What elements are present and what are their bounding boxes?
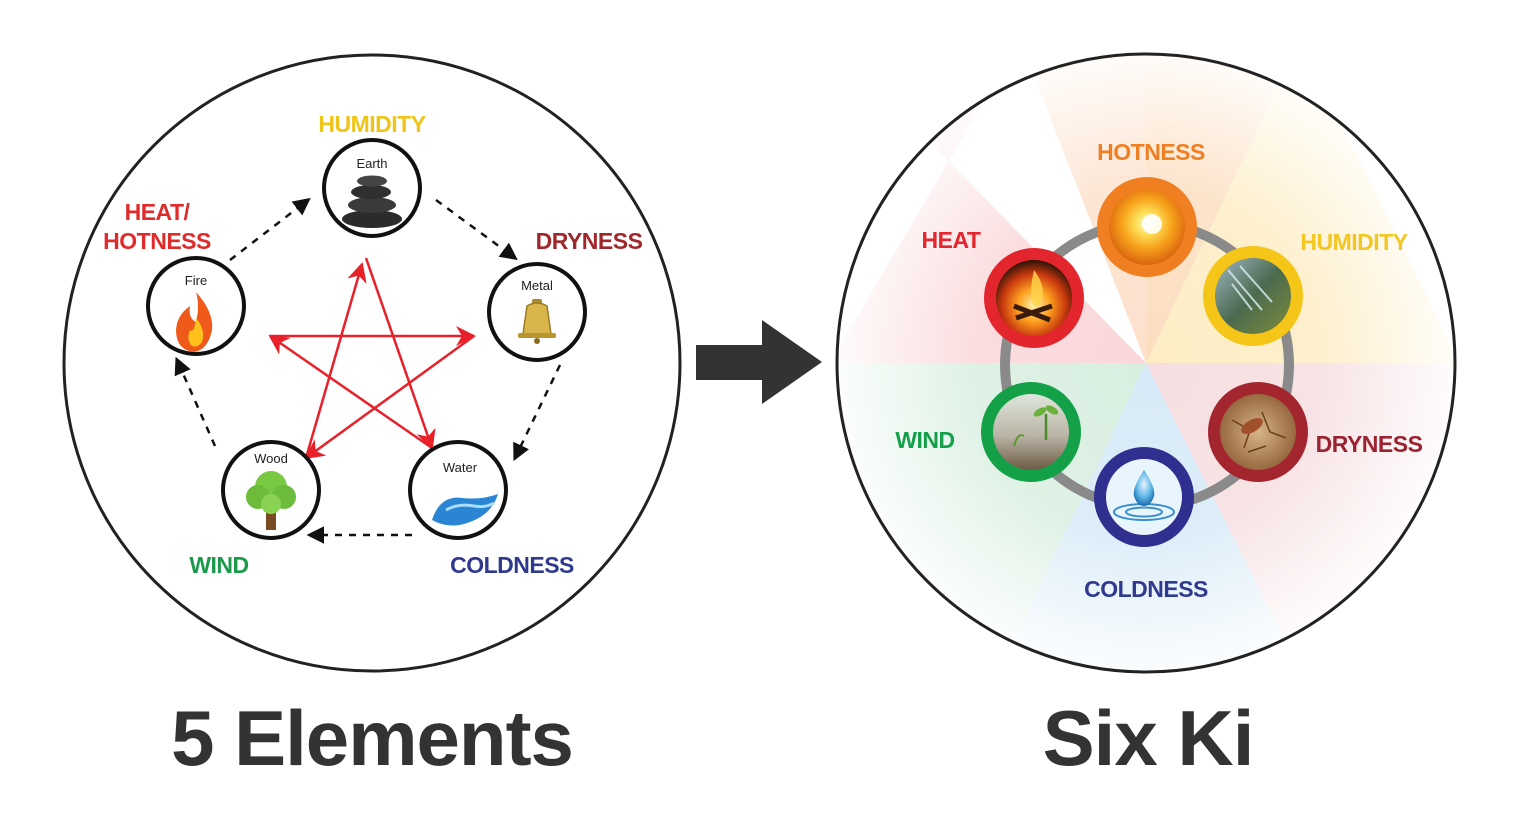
- right-hotness-label: HOTNESS: [1097, 139, 1205, 165]
- coldness-node: [1094, 447, 1194, 547]
- right-wind-label: WIND: [895, 427, 954, 453]
- humidity-node: [1203, 246, 1303, 346]
- control-cycle-star: [268, 257, 476, 460]
- fire-node: Fire: [146, 256, 246, 356]
- earth-node: Earth: [322, 138, 422, 238]
- wood-to-earth-arrow: [304, 262, 367, 459]
- wood-node: Wood: [221, 440, 321, 540]
- metal-to-wood-arrow: [304, 334, 475, 460]
- right-arrow-icon: [696, 320, 822, 404]
- water-wave-icon: [432, 494, 498, 526]
- water-node-label: Water: [443, 460, 478, 475]
- six-ki-panel: HOTNESS HUMIDITY DRYNESS COLDNESS WIND H…: [835, 52, 1457, 674]
- sprout-icon: [993, 394, 1069, 470]
- left-dryness-label: DRYNESS: [536, 228, 643, 254]
- metal-node: Metal: [487, 262, 587, 362]
- flame-icon: [176, 292, 213, 352]
- bell-icon: [518, 299, 556, 344]
- wood-to-fire-arrow: [174, 356, 217, 447]
- wind-node: [981, 382, 1081, 482]
- left-heat-label-line2: HOTNESS: [103, 228, 211, 254]
- water-node: Water: [408, 440, 508, 540]
- fire-node-label: Fire: [185, 273, 207, 288]
- metal-to-water-arrow: [513, 364, 562, 462]
- water-to-fire-arrow: [268, 334, 433, 450]
- six-ki-title: Six Ki: [1043, 694, 1254, 782]
- stacked-stones-icon: [342, 175, 402, 228]
- heat-node: [984, 248, 1084, 348]
- rain-icon: [1215, 258, 1291, 334]
- earth-to-metal-arrow: [435, 198, 518, 261]
- fire-to-earth-arrow: [229, 197, 311, 261]
- dry-leaves-icon: [1220, 394, 1296, 470]
- metal-node-label: Metal: [521, 278, 553, 293]
- right-heat-label: HEAT: [922, 227, 981, 253]
- five-elements-panel: Earth Metal Water: [62, 53, 682, 673]
- left-heat-label-line1: HEAT/: [125, 199, 191, 225]
- wood-node-label: Wood: [254, 451, 288, 466]
- five-elements-title: 5 Elements: [171, 694, 573, 782]
- left-wind-label: WIND: [189, 552, 248, 578]
- right-humidity-label: HUMIDITY: [1300, 229, 1407, 255]
- five-elements-frame: [62, 53, 682, 673]
- earth-to-water-arrow: [364, 257, 436, 450]
- dryness-node: [1208, 382, 1308, 482]
- left-coldness-label: COLDNESS: [450, 552, 574, 578]
- earth-node-label: Earth: [356, 156, 387, 171]
- right-dryness-label: DRYNESS: [1316, 431, 1423, 457]
- generation-cycle-arrows: [174, 197, 562, 544]
- six-ki-frame: [835, 52, 1457, 674]
- right-coldness-label: COLDNESS: [1084, 576, 1208, 602]
- water-drop-icon: [1133, 470, 1155, 506]
- left-humidity-label: HUMIDITY: [318, 111, 425, 137]
- hotness-node: [1097, 177, 1197, 277]
- tree-icon: [246, 471, 296, 530]
